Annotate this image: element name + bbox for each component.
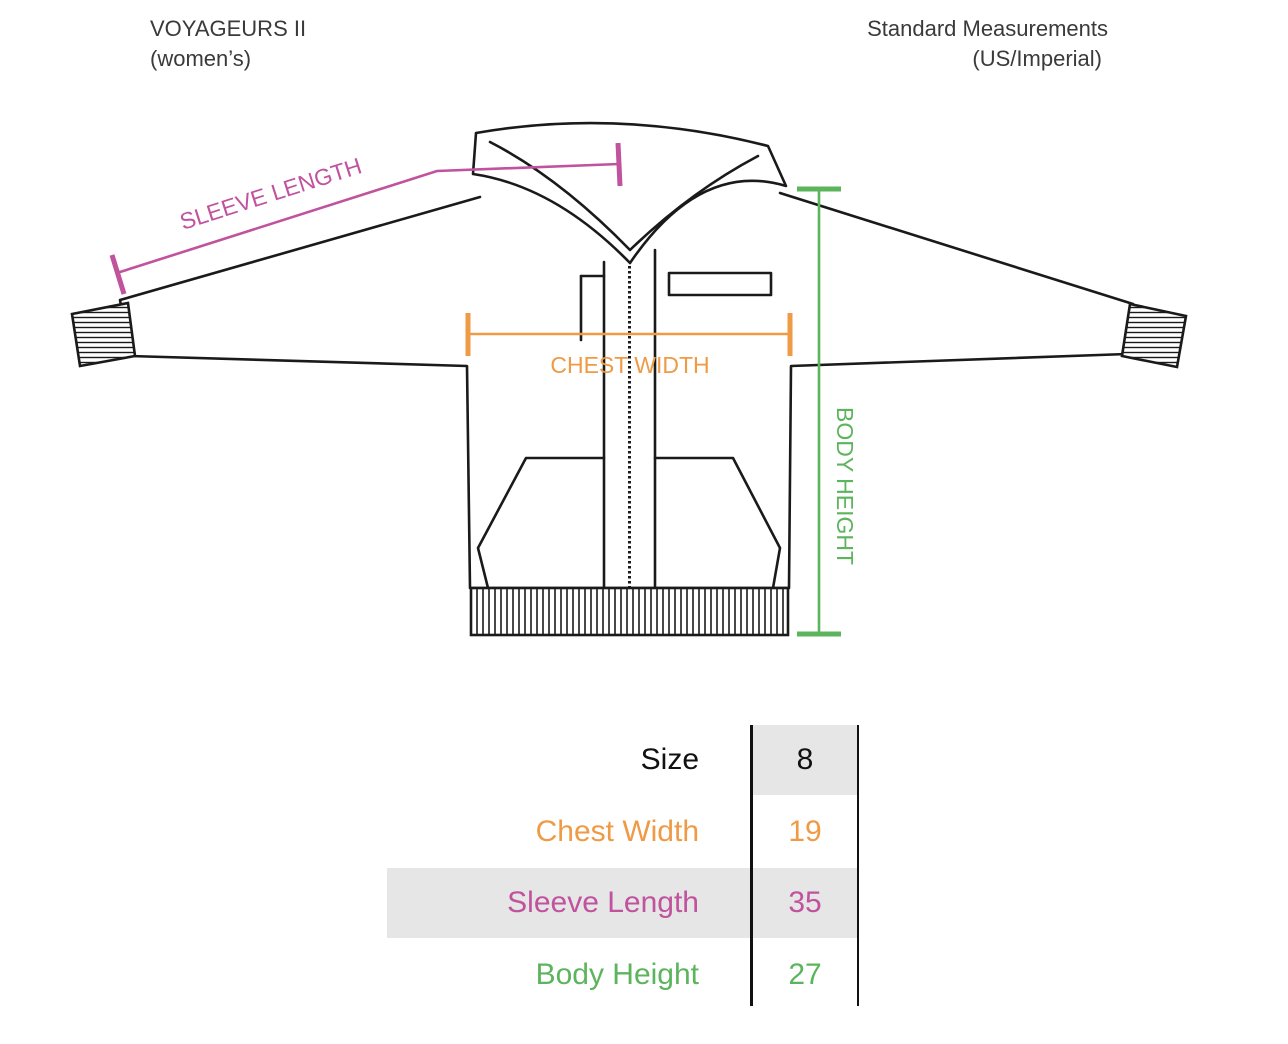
jacket-diagram: SLEEVE LENGTH CHEST WIDTH BODY HEIGHT — [70, 121, 1188, 637]
left-pocket — [476, 456, 606, 590]
chest-pocket — [667, 271, 773, 297]
row-label: Size — [640, 743, 699, 776]
sleeve-measure-line — [118, 162, 621, 274]
hood-outline — [471, 121, 788, 265]
left-cuff — [70, 301, 137, 368]
row-value: 35 — [788, 886, 822, 919]
row-value: 19 — [788, 815, 822, 848]
measurement-units: (US/Imperial) — [972, 46, 1102, 71]
table-divider-left — [750, 725, 753, 1006]
product-gender: (women’s) — [150, 46, 252, 71]
right-pocket — [653, 456, 782, 590]
size-table: Size 8 Chest Width 19 Sleeve Length 35 B… — [387, 725, 859, 1006]
table-row-sleeve: Sleeve Length 35 — [387, 868, 857, 938]
measurement-system: Standard Measurements (US/Imperial) — [867, 14, 1108, 74]
right-cuff — [1120, 302, 1188, 369]
row-value: 27 — [788, 958, 822, 991]
sleeve-measure-end-left — [109, 254, 127, 295]
product-name: VOYAGEURS II — [150, 16, 307, 41]
product-title: VOYAGEURS II (women’s) — [150, 14, 306, 74]
table-row-size: Size 8 — [387, 725, 857, 795]
jacket-outline — [118, 191, 1135, 590]
body-height-label: BODY HEIGHT — [832, 407, 858, 565]
table-row-chest: Chest Width 19 — [387, 797, 857, 867]
row-label: Chest Width — [535, 815, 699, 848]
waistband — [469, 586, 790, 637]
row-label: Body Height — [535, 958, 699, 991]
table-row-body: Body Height 27 — [387, 940, 857, 1010]
sleeve-measure-end-right — [615, 142, 623, 187]
row-value: 8 — [796, 743, 814, 776]
measurement-system-label: Standard Measurements — [867, 16, 1108, 41]
size-value-cell — [753, 725, 857, 795]
row-label: Sleeve Length — [507, 886, 699, 919]
table-divider-right — [857, 725, 859, 1006]
sleeve-length-label: SLEEVE LENGTH — [177, 152, 365, 234]
chest-width-label: CHEST WIDTH — [550, 352, 709, 378]
